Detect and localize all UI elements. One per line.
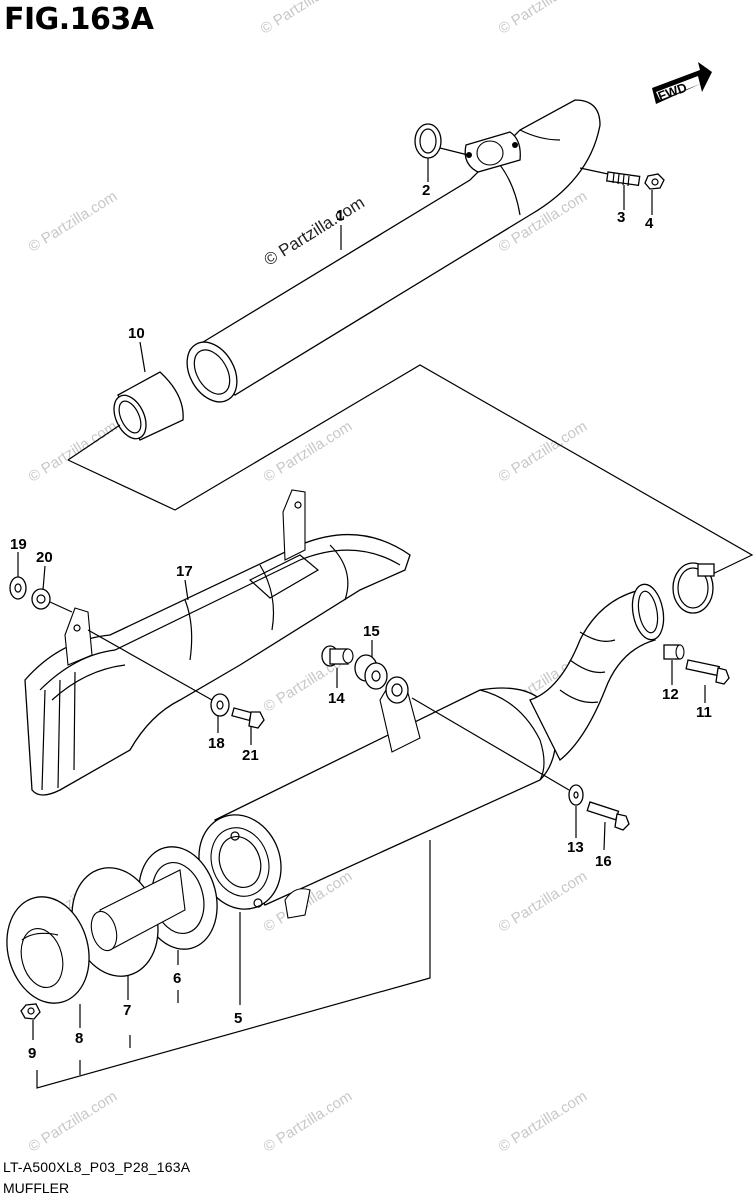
clamp xyxy=(672,562,715,614)
exhaust-pipe-part-1 xyxy=(186,99,601,403)
callout-13: 13 xyxy=(567,839,584,856)
collar-part-14 xyxy=(321,645,354,667)
figure-name: MUFFLER xyxy=(3,1180,70,1196)
callout-15: 15 xyxy=(363,623,380,640)
muffler-inlet-pipe xyxy=(529,583,665,762)
heat-shield-part-17 xyxy=(24,489,411,796)
callout-7: 7 xyxy=(123,1002,131,1019)
callout-20: 20 xyxy=(36,549,53,566)
callout-11: 11 xyxy=(696,704,712,721)
stud-bolt-part-3 xyxy=(606,171,641,187)
callout-19: 19 xyxy=(10,536,27,553)
callout-14: 14 xyxy=(328,690,345,707)
fwd-label: FWD xyxy=(656,80,689,104)
tailpipe-part-7 xyxy=(71,867,186,977)
fwd-arrow-icon: FWD xyxy=(652,62,712,104)
bolt-part-16 xyxy=(586,801,630,831)
sleeve-part-10 xyxy=(113,371,184,441)
callout-6: 6 xyxy=(173,970,181,987)
callout-16: 16 xyxy=(595,853,612,870)
pipe-flange xyxy=(464,131,521,173)
callout-2: 2 xyxy=(422,182,430,199)
callout-8: 8 xyxy=(75,1030,83,1047)
callout-4: 4 xyxy=(645,215,654,232)
figure-title: FIG.163A xyxy=(4,2,154,37)
end-cap-part-8 xyxy=(6,896,90,1004)
gasket-part-2 xyxy=(414,123,442,159)
washer-part-19 xyxy=(9,576,27,600)
washer-part-18 xyxy=(210,693,230,717)
callout-21: 21 xyxy=(242,747,259,764)
callout-1: 1 xyxy=(336,207,344,224)
grommet-part-15 xyxy=(354,654,388,690)
bolt-part-9 xyxy=(20,1003,41,1020)
callout-5: 5 xyxy=(234,1010,242,1027)
bolt-part-11 xyxy=(685,659,730,685)
callout-18: 18 xyxy=(208,735,225,752)
washer-part-13 xyxy=(568,784,584,806)
cushion-part-20 xyxy=(31,588,51,610)
callout-12: 12 xyxy=(662,686,679,703)
callout-9: 9 xyxy=(28,1045,36,1062)
callout-17: 17 xyxy=(176,563,193,580)
nut-part-4 xyxy=(644,173,665,190)
callout-3: 3 xyxy=(617,209,625,226)
figure-code: LT-A500XL8_P03_P28_163A xyxy=(3,1159,191,1175)
spacer-part-12 xyxy=(663,644,685,660)
bolt-part-21 xyxy=(231,707,265,729)
callout-10: 10 xyxy=(128,325,145,342)
